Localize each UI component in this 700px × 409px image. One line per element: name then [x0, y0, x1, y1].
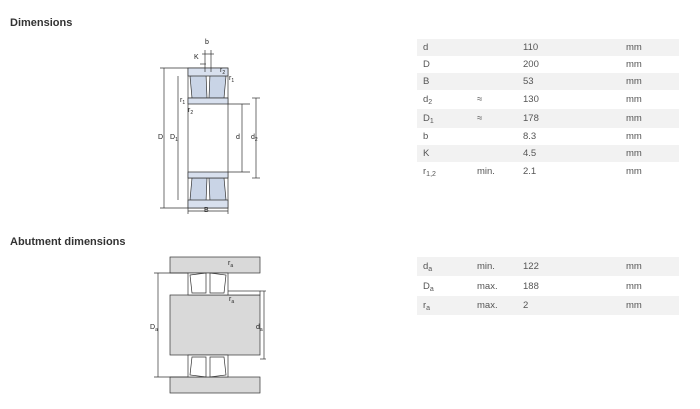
dimension-symbol: b — [417, 128, 471, 145]
label-r1-top: r1 — [229, 75, 234, 84]
dimension-value: 8.3 — [517, 128, 620, 145]
label-b: b — [205, 39, 209, 46]
label-da: da — [256, 324, 263, 333]
dimension-qualifier — [471, 128, 517, 145]
dimension-qualifier: ≈ — [471, 90, 517, 109]
table-row: b 8.3 mm — [417, 128, 679, 145]
dimension-value: 2.1 — [517, 162, 620, 181]
abutment-symbol: ra — [417, 296, 471, 315]
dimension-value: 110 — [517, 39, 620, 56]
dimension-qualifier — [471, 39, 517, 56]
label-d2: d2 — [251, 134, 258, 143]
abutment-dimensions-diagram: ra ra Da da — [150, 256, 266, 394]
dimension-qualifier — [471, 56, 517, 73]
abutment-unit: mm — [620, 257, 679, 276]
abutment-table: da min. 122 mm Da max. 188 mm ra max. 2 … — [417, 257, 679, 315]
dimension-unit: mm — [620, 90, 679, 109]
abutment-qualifier: max. — [471, 276, 517, 296]
abutment-value: 188 — [517, 276, 620, 296]
dimension-symbol: D1 — [417, 109, 471, 128]
table-row: D1 ≈ 178 mm — [417, 109, 679, 128]
dimension-symbol: K — [417, 145, 471, 162]
label-r2-left: r2 — [188, 107, 193, 116]
abutment-symbol: Da — [417, 276, 471, 296]
label-D1: D1 — [170, 134, 178, 143]
dimension-value: 130 — [517, 90, 620, 109]
abutment-value: 2 — [517, 296, 620, 315]
dimension-symbol: d2 — [417, 90, 471, 109]
table-row: ra max. 2 mm — [417, 296, 679, 315]
dimension-qualifier: min. — [471, 162, 517, 181]
dimensions-title: Dimensions — [10, 17, 73, 29]
table-row: da min. 122 mm — [417, 257, 679, 276]
dimension-value: 4.5 — [517, 145, 620, 162]
label-B: B — [204, 207, 209, 214]
label-d: d — [236, 134, 240, 141]
label-D: D — [158, 134, 163, 141]
dimension-symbol: B — [417, 73, 471, 90]
dimension-unit: mm — [620, 56, 679, 73]
abutment-symbol: da — [417, 257, 471, 276]
label-Da: Da — [150, 324, 158, 333]
abutment-qualifier: min. — [471, 257, 517, 276]
abutment-unit: mm — [620, 296, 679, 315]
dimension-qualifier: ≈ — [471, 109, 517, 128]
bearing-dimensions-diagram: b K r2 r1 r1 r2 D D1 d d2 B — [158, 39, 260, 214]
label-ra-mid: ra — [229, 296, 234, 305]
dimensions-table: d 110 mm D 200 mm B 53 mm d2 ≈ 130 mm D1… — [417, 39, 679, 181]
dimension-unit: mm — [620, 109, 679, 128]
abutment-unit: mm — [620, 276, 679, 296]
dimension-unit: mm — [620, 39, 679, 56]
dimension-value: 200 — [517, 56, 620, 73]
table-row: d2 ≈ 130 mm — [417, 90, 679, 109]
dimension-symbol: d — [417, 39, 471, 56]
label-r2-top: r2 — [220, 67, 225, 76]
dimension-unit: mm — [620, 145, 679, 162]
abutment-value: 122 — [517, 257, 620, 276]
abutment-qualifier: max. — [471, 296, 517, 315]
table-row: K 4.5 mm — [417, 145, 679, 162]
dimension-unit: mm — [620, 73, 679, 90]
table-row: Da max. 188 mm — [417, 276, 679, 296]
label-r1-left: r1 — [180, 97, 185, 106]
abutment-dimensions-title: Abutment dimensions — [10, 236, 126, 248]
dimension-symbol: r1,2 — [417, 162, 471, 181]
dimension-unit: mm — [620, 128, 679, 145]
dimension-value: 53 — [517, 73, 620, 90]
table-row: B 53 mm — [417, 73, 679, 90]
label-K: K — [194, 54, 199, 61]
dimension-value: 178 — [517, 109, 620, 128]
table-row: D 200 mm — [417, 56, 679, 73]
dimension-unit: mm — [620, 162, 679, 181]
dimension-qualifier — [471, 145, 517, 162]
dimension-qualifier — [471, 73, 517, 90]
dimension-symbol: D — [417, 56, 471, 73]
table-row: r1,2 min. 2.1 mm — [417, 162, 679, 181]
table-row: d 110 mm — [417, 39, 679, 56]
label-ra-top: ra — [228, 260, 233, 269]
